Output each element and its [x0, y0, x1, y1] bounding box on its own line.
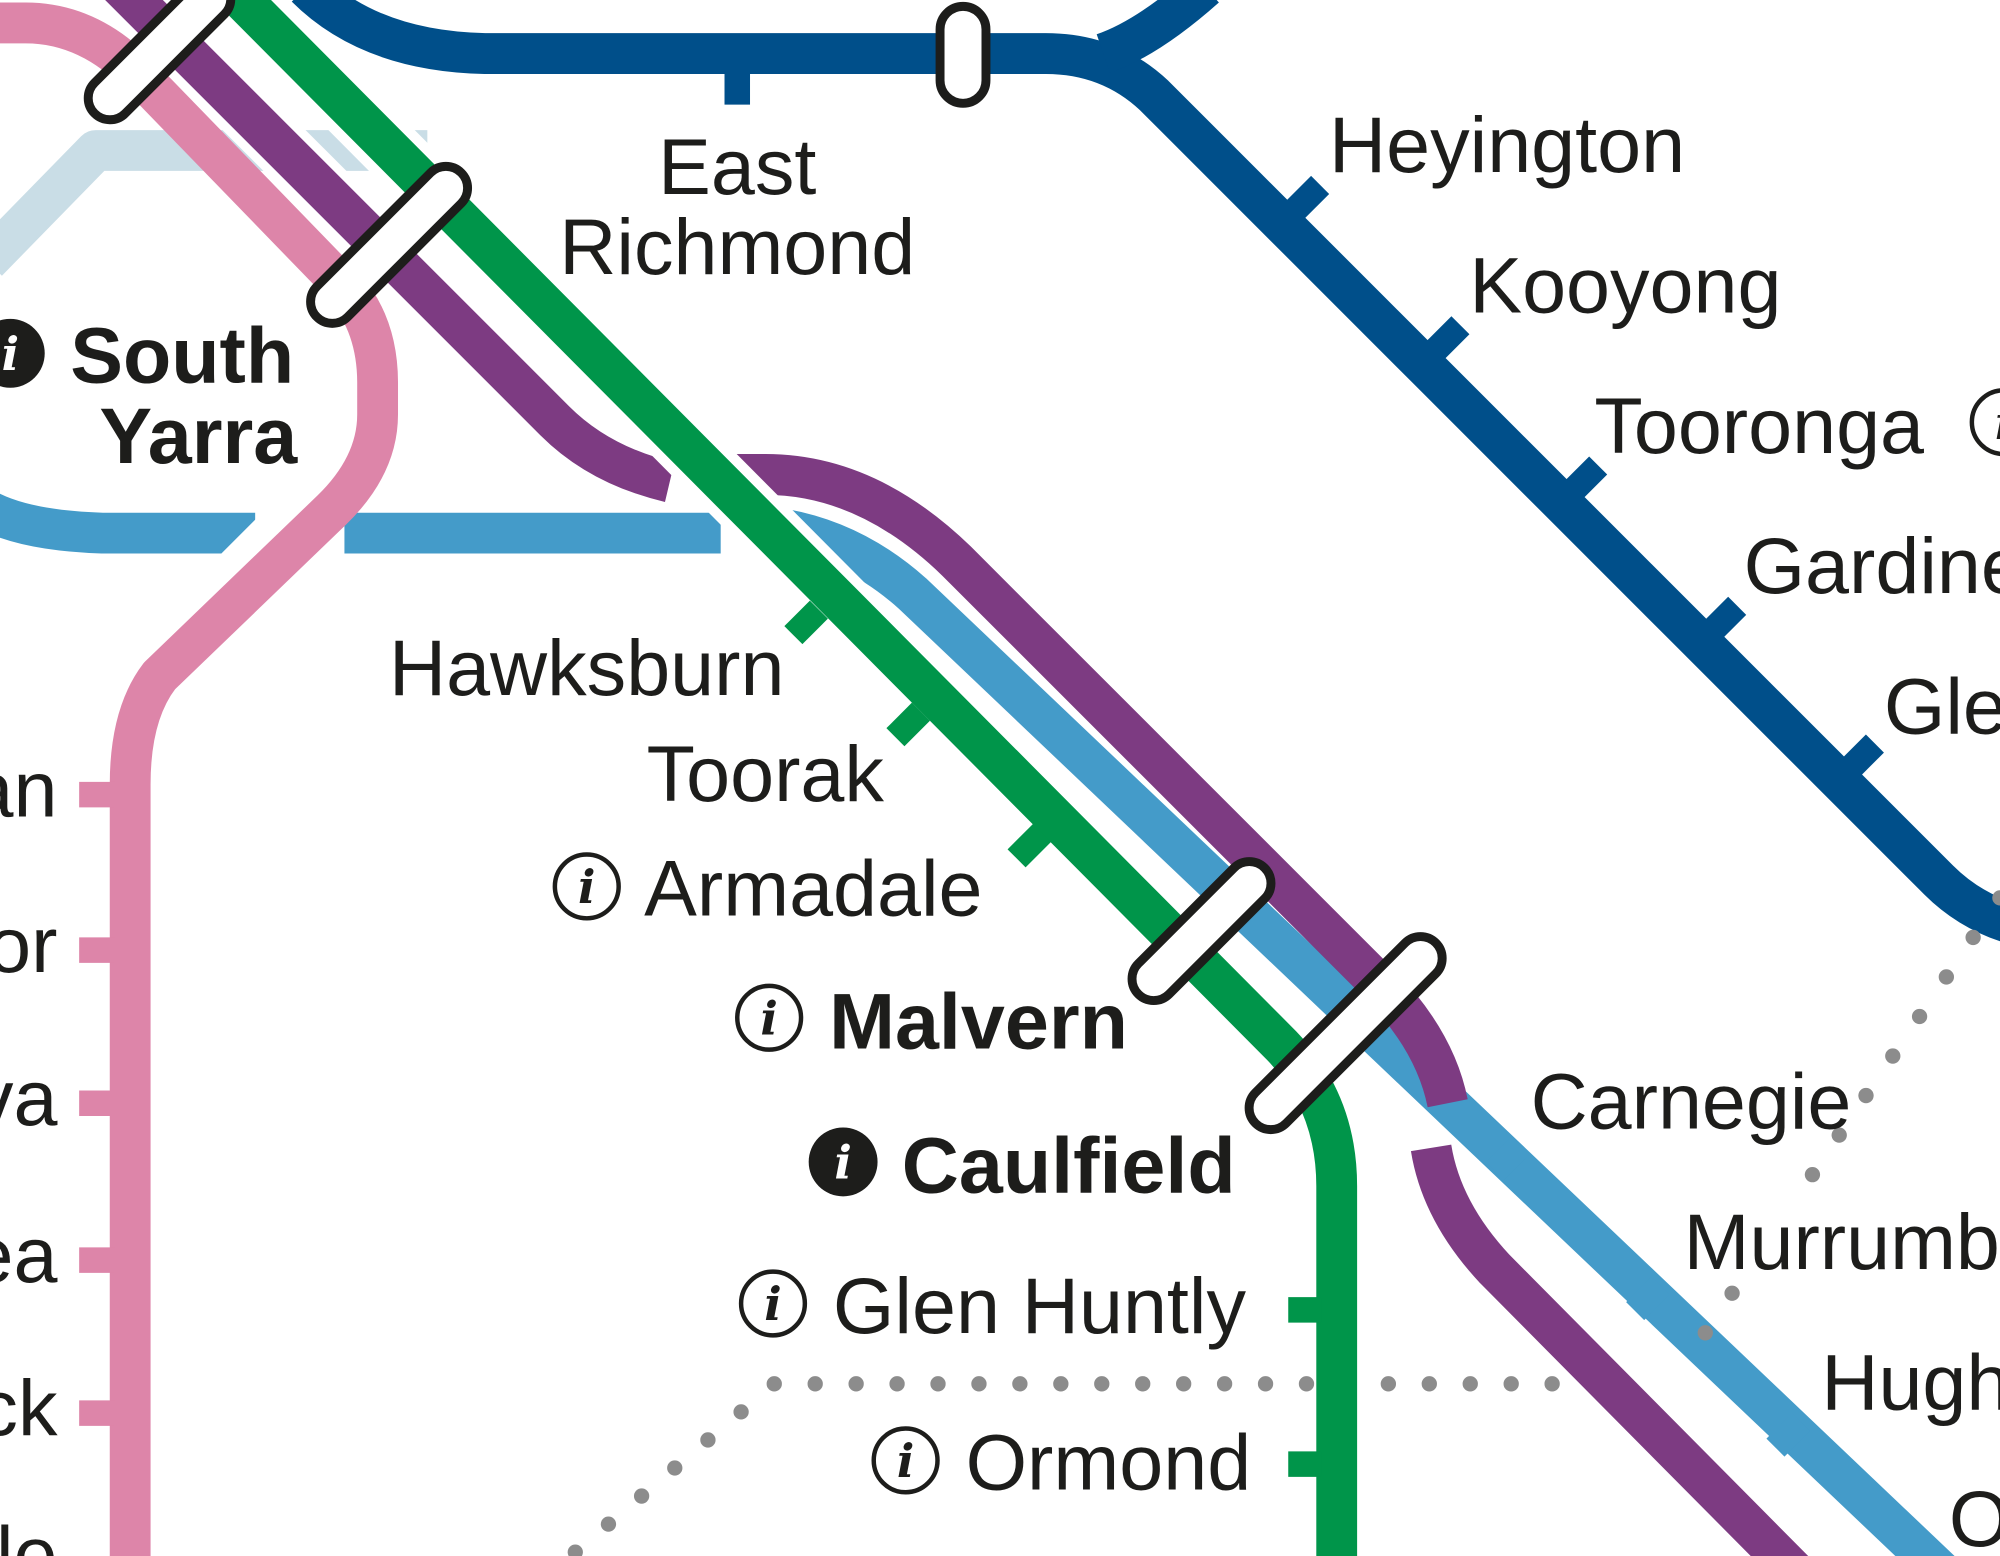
- info-icon: i: [871, 1426, 940, 1495]
- station-label-armadale[interactable]: Armadale: [644, 844, 982, 933]
- station-label-caulfield[interactable]: Caulfield: [902, 1121, 1236, 1210]
- dotted-line-dot: [971, 1376, 987, 1392]
- dotted-line-dot: [1380, 1376, 1397, 1392]
- station-label-carnegie[interactable]: Carnegie: [1531, 1057, 1852, 1146]
- station-label-gardenvale[interactable]: Gardenvale: [0, 1510, 57, 1556]
- interchange-marker: [83, 0, 236, 125]
- dotted-line-dot: [848, 1376, 864, 1392]
- station-label-east-richmond-line2[interactable]: Richmond: [559, 202, 915, 291]
- station-label-heyington[interactable]: Heyington: [1329, 100, 1685, 189]
- station-tick: [1626, 1276, 1670, 1321]
- dotted-line-dot: [1462, 1376, 1478, 1392]
- station-label-kooyong[interactable]: Kooyong: [1469, 240, 1781, 329]
- info-glyph: i: [834, 1135, 851, 1189]
- info-icon: i: [735, 983, 804, 1052]
- dotted-line-dot: [1858, 1087, 1874, 1104]
- info-glyph: i: [578, 860, 595, 914]
- info-glyph: i: [1995, 396, 2000, 450]
- station-label-ripponlea[interactable]: Ripponlea: [0, 1210, 57, 1299]
- station-label-glen-iris[interactable]: Glen Iris: [1884, 661, 2000, 750]
- station-label-malvern[interactable]: Malvern: [829, 976, 1128, 1065]
- station-tick: [1485, 1136, 1530, 1180]
- dotted-line-dot: [1298, 1376, 1315, 1392]
- dotted-line-dot: [930, 1376, 946, 1392]
- dotted-line-dot: [1831, 1127, 1847, 1143]
- info-icon: i: [808, 1127, 878, 1197]
- info-icon: i: [0, 318, 45, 388]
- station-tick: [1840, 734, 1884, 779]
- interchange-marker: [1244, 932, 1447, 1135]
- dotted-line-dot: [567, 1544, 583, 1556]
- dotted-line-dot: [1911, 1008, 1928, 1025]
- station-label-hawksburn[interactable]: Hawksburn: [389, 623, 784, 712]
- dotted-line-dot: [633, 1488, 650, 1504]
- dotted-line-dot: [807, 1376, 823, 1392]
- pink-line: [0, 2, 399, 1556]
- interchange-marker: [1127, 857, 1276, 1005]
- dotted-line-dot: [1053, 1376, 1069, 1392]
- station-label-east-richmond-line1[interactable]: East: [658, 122, 816, 211]
- dotted-line: [567, 890, 2000, 1556]
- station-label-south-yarra-line2[interactable]: Yarra: [99, 391, 298, 480]
- station-tick: [1766, 1413, 1810, 1457]
- dotted-line-dot: [1094, 1376, 1110, 1392]
- dotted-line-dot: [1257, 1376, 1274, 1392]
- station-tick: [886, 702, 930, 747]
- station-label-windsor[interactable]: Windsor: [0, 900, 57, 989]
- info-glyph: i: [2, 327, 19, 381]
- purple-line: [100, 0, 1809, 1556]
- info-glyph: i: [897, 1434, 914, 1488]
- info-icon: i: [738, 1269, 808, 1338]
- dotted-line-dot: [1938, 969, 1955, 985]
- info-glyph: i: [764, 1277, 781, 1331]
- dotted-line-dot: [1503, 1376, 1519, 1392]
- dark-blue-line: [291, 0, 2000, 942]
- station-tick: [784, 600, 828, 645]
- info-glyph: i: [760, 991, 777, 1045]
- station-label-balaclava[interactable]: Balaclava: [0, 1053, 57, 1142]
- station-label-gardiner[interactable]: Gardiner: [1744, 521, 2000, 610]
- dotted-line-dot: [1965, 929, 1981, 946]
- station-tick: [1563, 456, 1608, 501]
- dotted-line-dot: [700, 1432, 716, 1448]
- dotted-line-dot: [1216, 1376, 1233, 1392]
- dotted-line-dot: [600, 1516, 617, 1532]
- station-label-ormond[interactable]: Ormond: [966, 1418, 1252, 1507]
- dotted-line-dot: [733, 1404, 749, 1420]
- interchange-marker: [306, 161, 473, 328]
- dotted-line-dot: [1697, 1325, 1713, 1341]
- station-tick: [1285, 175, 1330, 220]
- station-tick: [1425, 316, 1470, 360]
- station-tick: [1702, 596, 1747, 641]
- dotted-line-dot: [1885, 1048, 1901, 1064]
- station-label-toorak[interactable]: Toorak: [647, 729, 885, 818]
- dotted-line-dot: [766, 1376, 782, 1392]
- station-label-murrumbeena[interactable]: Murrumbeena: [1684, 1197, 2000, 1286]
- info-icon: i: [552, 852, 621, 921]
- info-icon: i: [1969, 388, 2000, 457]
- dotted-line-dot: [1135, 1376, 1151, 1392]
- dotted-line-dot: [889, 1376, 905, 1392]
- dotted-line-dot: [667, 1460, 683, 1476]
- interchange-marker: [935, 1, 991, 108]
- station-label-elsternwick[interactable]: Elsternwick: [0, 1363, 58, 1452]
- station-label-hughesdale[interactable]: Hughesdale: [1821, 1337, 2000, 1426]
- dotted-line-dot: [1176, 1376, 1192, 1392]
- dotted-line-dot: [1421, 1376, 1437, 1392]
- station-label-oakleigh[interactable]: Oakleigh: [1949, 1474, 2000, 1556]
- dotted-line-dot: [1804, 1167, 1821, 1183]
- station-label-prahran[interactable]: Prahran: [0, 744, 57, 833]
- dotted-line-dot: [1544, 1376, 1560, 1392]
- dotted-line-dot: [1992, 890, 2000, 906]
- interchange-markers: [83, 0, 1447, 1135]
- station-label-south-yarra-line1[interactable]: South: [70, 311, 294, 400]
- station-label-glen-huntly[interactable]: Glen Huntly: [833, 1261, 1247, 1350]
- dotted-line-dot: [1012, 1376, 1028, 1392]
- station-label-tooronga[interactable]: Tooronga: [1594, 381, 1924, 470]
- station-tick: [1007, 823, 1052, 868]
- dotted-line-dot: [1724, 1285, 1740, 1301]
